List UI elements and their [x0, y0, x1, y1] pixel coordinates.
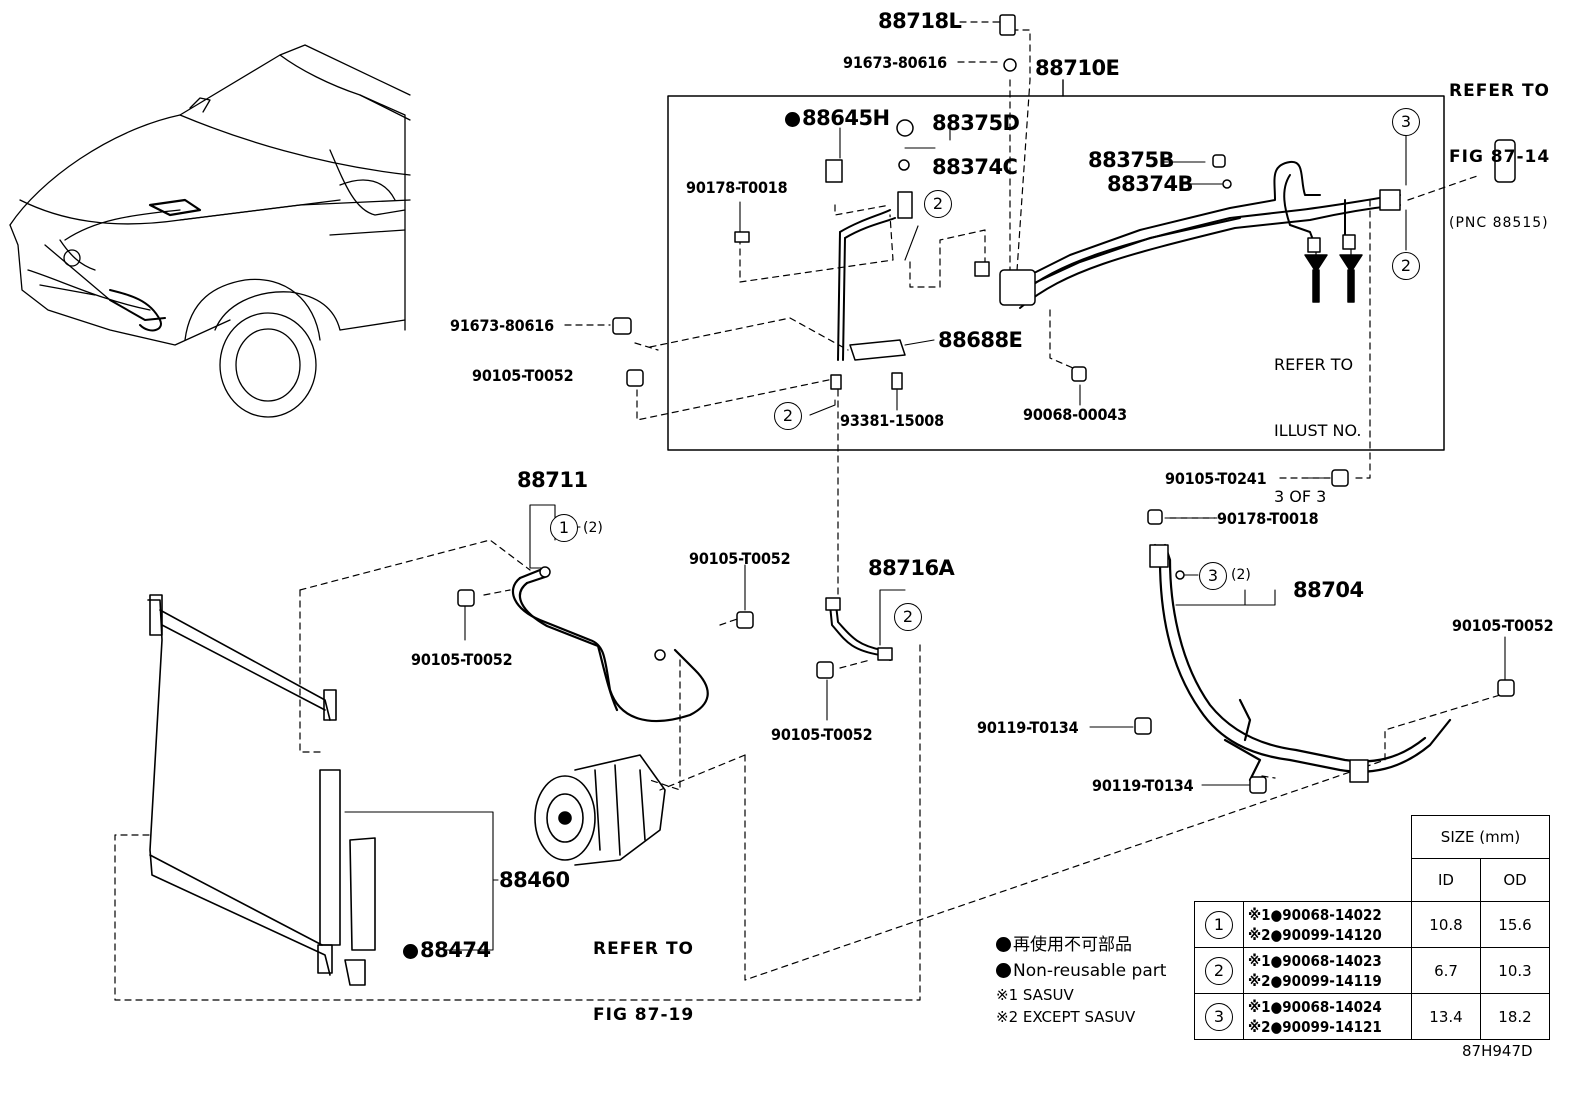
part-label: 88710E [1035, 56, 1120, 80]
table-spacer [1195, 816, 1412, 859]
reference-illust: REFER TO ILLUST NO. 3 OF 3 [1274, 310, 1361, 530]
part-number: ※2●90099-14120 [1248, 925, 1382, 944]
part-numbers: ※1●90068-14022※2●90099-14120 [1243, 901, 1412, 948]
legend-nonreusable-en: Non-reusable part [996, 958, 1166, 984]
circle-ref-2: 2 [1392, 252, 1420, 280]
row-ref: 1 [1194, 901, 1244, 948]
size-header: SIZE (mm) [1411, 815, 1550, 859]
part-numbers: ※1●90068-14023※2●90099-14119 [1243, 947, 1412, 994]
reference-fig-87-14: REFER TO FIG 87-14 (PNC 88515) [1449, 36, 1550, 256]
part-label: 90105-T0241 [1165, 469, 1267, 488]
part-label: 90105-T0052 [771, 725, 873, 744]
circle-ref-3: 3 [1199, 562, 1227, 590]
part-label: 88645H [785, 108, 890, 129]
table-spacer [1195, 859, 1412, 902]
reference-line: (PNC 88515) [1449, 215, 1549, 231]
part-label: 88704 [1293, 578, 1364, 602]
table-row: 1 ※1●90068-14022※2●90099-14120 10.8 15.6 [1194, 901, 1550, 948]
od-header: OD [1480, 858, 1550, 902]
legend-nonreusable-jp: 再使用不可部品 [996, 932, 1166, 958]
part-label: 90119-T0134 [1092, 776, 1194, 795]
part-label: 90178-T0018 [1217, 509, 1319, 528]
circle-ref-2: 2 [1205, 956, 1233, 985]
part-number: ※1●90068-14022 [1248, 905, 1382, 924]
part-label: 88375D [932, 111, 1020, 135]
table-row: 3 ※1●90068-14024※2●90099-14121 13.4 18.2 [1194, 993, 1550, 1040]
part-label: 90068-00043 [1023, 405, 1127, 424]
circle-ref-1: 1 [550, 514, 578, 542]
part-label: 88374C [932, 155, 1018, 179]
circle-ref-3: 3 [1392, 108, 1420, 136]
vehicle-illustration [9, 44, 411, 418]
quantity-note: (2) [1231, 567, 1251, 583]
circle-ref-3: 3 [1205, 1002, 1233, 1031]
legend-note-1: ※1 SASUV [996, 986, 1074, 1004]
part-label: 91673-80616 [450, 316, 554, 335]
part-label: 93381-15008 [840, 411, 944, 430]
circle-ref-1: 1 [1205, 910, 1233, 939]
part-label: 88474 [403, 940, 491, 961]
part-label: 88374B [1107, 172, 1194, 196]
outer-diameter: 10.3 [1480, 947, 1550, 994]
part-label: 90119-T0134 [977, 718, 1079, 737]
outer-diameter: 15.6 [1480, 901, 1550, 948]
reference-line: FIG 87-14 [1449, 147, 1551, 167]
part-label: 90105-T0052 [689, 549, 791, 568]
reference-line: ILLUST NO. [1274, 421, 1362, 440]
part-label: 88716A [868, 556, 955, 580]
inner-diameter: 10.8 [1411, 901, 1481, 948]
reference-line: REFER TO [1449, 81, 1550, 101]
part-label: 88688E [938, 328, 1023, 352]
quantity-note: (2) [583, 520, 603, 536]
part-label: 90105-T0052 [1452, 616, 1554, 635]
part-label: 91673-80616 [843, 53, 947, 72]
reference-line: 3 OF 3 [1274, 487, 1327, 506]
part-label: 88375B [1088, 148, 1175, 172]
part-label: 88711 [517, 468, 588, 492]
circle-ref-2: 2 [774, 402, 802, 430]
part-label: 90105-T0052 [411, 650, 513, 669]
outer-diameter: 18.2 [1480, 993, 1550, 1040]
reference-line: REFER TO [593, 939, 694, 959]
part-number: ※2●90099-14119 [1248, 971, 1382, 990]
reference-line: REFER TO [1274, 355, 1354, 374]
part-number: ※1●90068-14023 [1248, 951, 1382, 970]
circle-ref-2: 2 [894, 603, 922, 631]
hose-size-table: SIZE (mm) ID OD 1 ※1●90068-14022※2●90099… [1194, 815, 1550, 1040]
part-label: 90178-T0018 [686, 178, 788, 197]
part-number: ※1●90068-14024 [1248, 997, 1382, 1016]
inner-diameter: 13.4 [1411, 993, 1481, 1040]
table-row: 2 ※1●90068-14023※2●90099-14119 6.7 10.3 [1194, 947, 1550, 994]
figure-id: 87H947D [1462, 1042, 1533, 1060]
row-ref: 3 [1194, 993, 1244, 1040]
part-numbers: ※1●90068-14024※2●90099-14121 [1243, 993, 1412, 1040]
reference-fig-87-19: REFER TO FIG 87-19 [593, 894, 694, 1048]
legend: 再使用不可部品 Non-reusable part ※1 SASUV ※2 EX… [996, 932, 1166, 1028]
part-label: 88460 [499, 868, 570, 892]
reference-line: FIG 87-19 [593, 1005, 695, 1025]
part-number: ※2●90099-14121 [1248, 1017, 1382, 1036]
part-label: 88718L [878, 9, 962, 33]
legend-note-2: ※2 EXCEPT SASUV [996, 1008, 1136, 1026]
inner-diameter: 6.7 [1411, 947, 1481, 994]
id-header: ID [1411, 858, 1481, 902]
row-ref: 2 [1194, 947, 1244, 994]
part-label: 90105-T0052 [472, 366, 574, 385]
circle-ref-2: 2 [924, 190, 952, 218]
